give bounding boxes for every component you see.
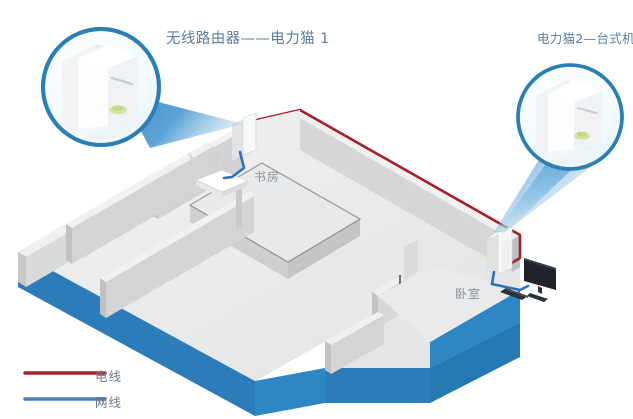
desktop-computer: [500, 258, 556, 302]
magnified-powerline-adapter-2: [534, 80, 602, 166]
legend-label-power-line: 电线: [95, 369, 123, 384]
network-cable-bedroom: [490, 270, 530, 292]
wireless-router-device: [188, 150, 250, 197]
room-bedroom: [378, 266, 520, 342]
room-label-bedroom: 卧室: [455, 287, 482, 301]
magnified-powerline-adapter-1: [60, 44, 138, 142]
power-line-path: [246, 108, 522, 269]
network-cable-study: [222, 150, 246, 180]
magnifier-right: [516, 63, 624, 171]
interior-walls: [66, 142, 418, 328]
callout-label-router-powerline1: 无线路由器——电力猫 1: [166, 31, 330, 47]
magnifier-left: [41, 27, 161, 147]
callout-label-powerline2-desktop: 电力猫2—台式机: [537, 31, 633, 46]
powerline-adapter-1: [232, 112, 257, 161]
step-wall: [325, 312, 384, 374]
legend-label-network-line: 网线: [95, 395, 123, 410]
room-label-study: 书房: [254, 170, 281, 184]
